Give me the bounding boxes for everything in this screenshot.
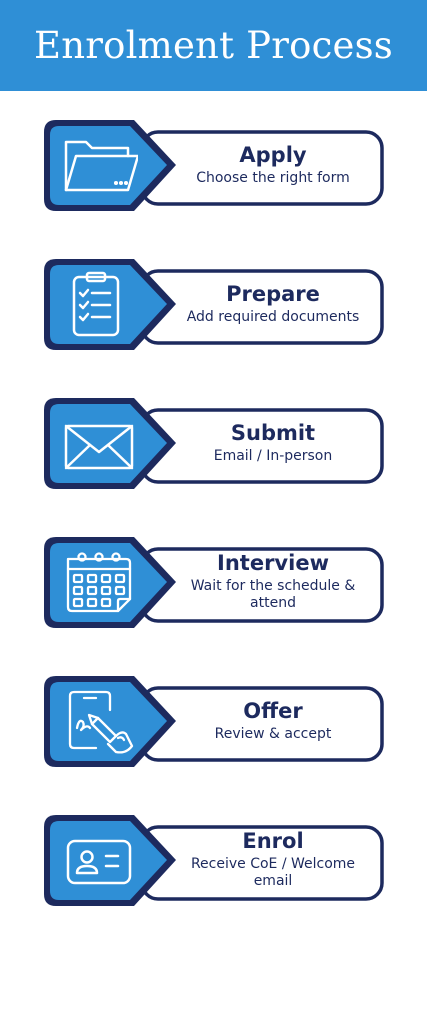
step-title: Prepare xyxy=(226,281,320,306)
step-title: Offer xyxy=(243,698,303,723)
step-title: Apply xyxy=(239,142,307,167)
step-subtitle: Receive CoE / Welcome email xyxy=(190,856,356,889)
id-card-icon xyxy=(60,827,138,895)
step-title: Submit xyxy=(230,420,316,445)
envelope-icon xyxy=(60,410,138,478)
step-frame xyxy=(44,676,384,767)
tablet-signing-icon xyxy=(60,688,138,756)
calendar-icon xyxy=(60,549,138,617)
step-text: Enrol Receive CoE / Welcome email xyxy=(170,819,376,899)
clipboard-checklist-icon xyxy=(60,271,138,339)
step-enrol: Enrol Receive CoE / Welcome email xyxy=(42,813,384,908)
step-text: Submit Email / In-person xyxy=(170,402,376,482)
folder-icon xyxy=(60,132,140,200)
step-apply: Apply Choose the right form xyxy=(42,118,384,213)
step-prepare: Prepare Add required documents xyxy=(42,257,384,352)
step-submit: Submit Email / In-person xyxy=(42,396,384,491)
page-title: Enrolment Process xyxy=(34,24,393,67)
step-frame xyxy=(44,120,384,211)
step-text: Apply Choose the right form xyxy=(170,124,376,204)
header-banner: Enrolment Process xyxy=(0,0,427,91)
step-subtitle: Email / In-person xyxy=(213,447,333,464)
step-interview: Interview Wait for the schedule & attend xyxy=(42,535,384,630)
step-text: Prepare Add required documents xyxy=(170,263,376,343)
step-offer: Offer Review & accept xyxy=(42,674,384,769)
step-subtitle: Add required documents xyxy=(186,308,360,325)
step-title: Enrol xyxy=(242,829,304,853)
step-subtitle: Wait for the schedule & attend xyxy=(190,578,356,611)
step-subtitle: Review & accept xyxy=(214,725,332,742)
step-title: Interview xyxy=(217,551,329,575)
step-text: Offer Review & accept xyxy=(170,680,376,760)
step-text: Interview Wait for the schedule & attend xyxy=(170,541,376,621)
step-subtitle: Choose the right form xyxy=(196,169,350,186)
